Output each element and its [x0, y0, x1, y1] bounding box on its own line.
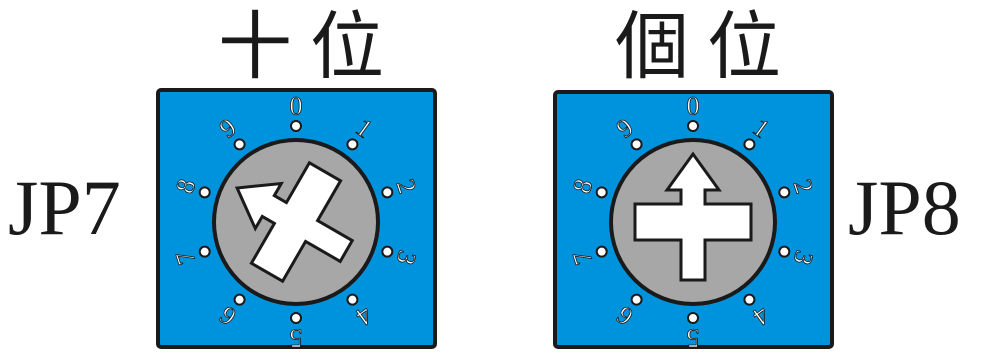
pointer-arrow-icon: [234, 160, 355, 284]
digit-label-5: 5: [290, 324, 303, 353]
position-dot-7: [198, 245, 211, 258]
position-dot-5: [290, 312, 302, 324]
position-dot-1: [346, 138, 359, 151]
position-dot-0: [290, 120, 302, 132]
digit-label-0: 0: [290, 92, 303, 121]
position-dot-9: [233, 138, 246, 151]
jp8-label: JP8: [848, 164, 961, 251]
position-dot-8: [198, 186, 211, 199]
position-dot-4: [346, 293, 359, 306]
left-switch-title: 十位: [218, 4, 402, 90]
jp7-label: JP7: [8, 164, 121, 251]
right-switch-title: 個位: [615, 4, 799, 90]
position-dot-6: [233, 293, 246, 306]
position-dot-3: [381, 245, 394, 258]
position-dot-2: [381, 186, 394, 199]
